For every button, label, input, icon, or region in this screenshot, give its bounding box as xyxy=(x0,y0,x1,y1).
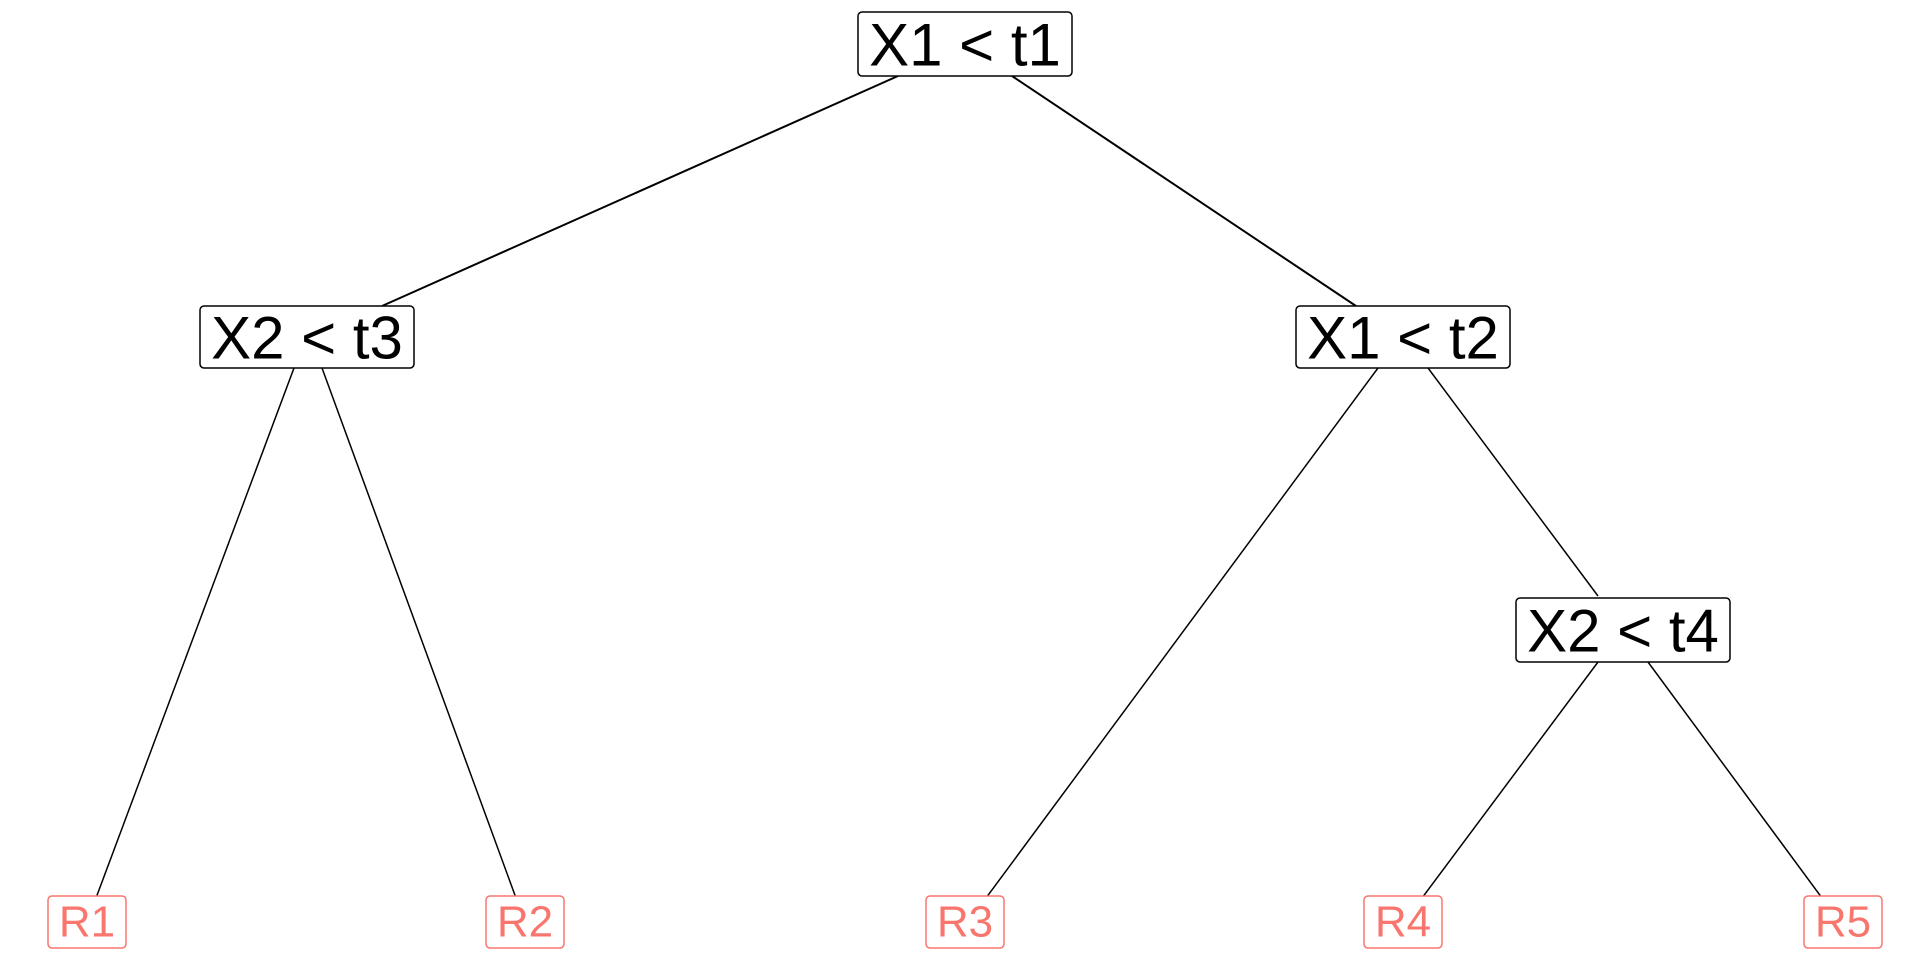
split-node-n1-label: X1 < t1 xyxy=(869,12,1061,79)
leaf-node-r1: R1 xyxy=(47,895,127,949)
split-node-n4: X2 < t4 xyxy=(1515,597,1731,665)
edges-layer xyxy=(95,75,1823,899)
split-node-n1: X1 < t1 xyxy=(857,11,1073,79)
leaf-node-r5-label: R5 xyxy=(1815,898,1871,947)
leaf-node-r3-label: R3 xyxy=(937,898,993,947)
leaf-node-r2: R2 xyxy=(485,895,565,949)
leaves-layer: R1 R2 R3 R4 R5 xyxy=(47,895,1883,949)
split-node-n4-box xyxy=(1515,597,1731,663)
split-node-n3-label: X1 < t2 xyxy=(1307,305,1499,372)
edge-n3-r3 xyxy=(985,367,1379,899)
splits-layer: X1 < t1 X2 < t3 X1 < t2 X2 < t4 xyxy=(199,11,1731,665)
edge-n2-r2 xyxy=(321,367,517,899)
leaf-node-r1-label: R1 xyxy=(59,898,115,947)
edge-n1-n2 xyxy=(381,75,899,307)
edge-n1-n3 xyxy=(1011,75,1357,307)
leaf-node-r5-box xyxy=(1803,895,1883,949)
edge-n2-r1 xyxy=(95,367,295,899)
split-node-n3: X1 < t2 xyxy=(1295,305,1511,372)
split-node-n2: X2 < t3 xyxy=(199,305,415,372)
leaf-node-r4: R4 xyxy=(1363,895,1443,949)
leaf-node-r5: R5 xyxy=(1803,895,1883,949)
split-node-n2-label: X2 < t3 xyxy=(211,305,403,372)
leaf-node-r2-label: R2 xyxy=(497,898,553,947)
leaf-node-r1-box xyxy=(47,895,127,949)
split-node-n4-label: X2 < t4 xyxy=(1527,598,1719,665)
split-node-n2-box xyxy=(199,305,415,369)
split-node-n1-box xyxy=(857,11,1073,77)
edge-n3-n4 xyxy=(1427,367,1599,597)
leaf-node-r4-box xyxy=(1363,895,1443,949)
edge-n4-r5 xyxy=(1647,661,1823,899)
edge-n4-r4 xyxy=(1421,661,1599,899)
leaf-node-r3: R3 xyxy=(925,895,1005,949)
leaf-node-r3-box xyxy=(925,895,1005,949)
split-node-n3-box xyxy=(1295,305,1511,369)
leaf-node-r4-label: R4 xyxy=(1375,898,1431,947)
leaf-node-r2-box xyxy=(485,895,565,949)
